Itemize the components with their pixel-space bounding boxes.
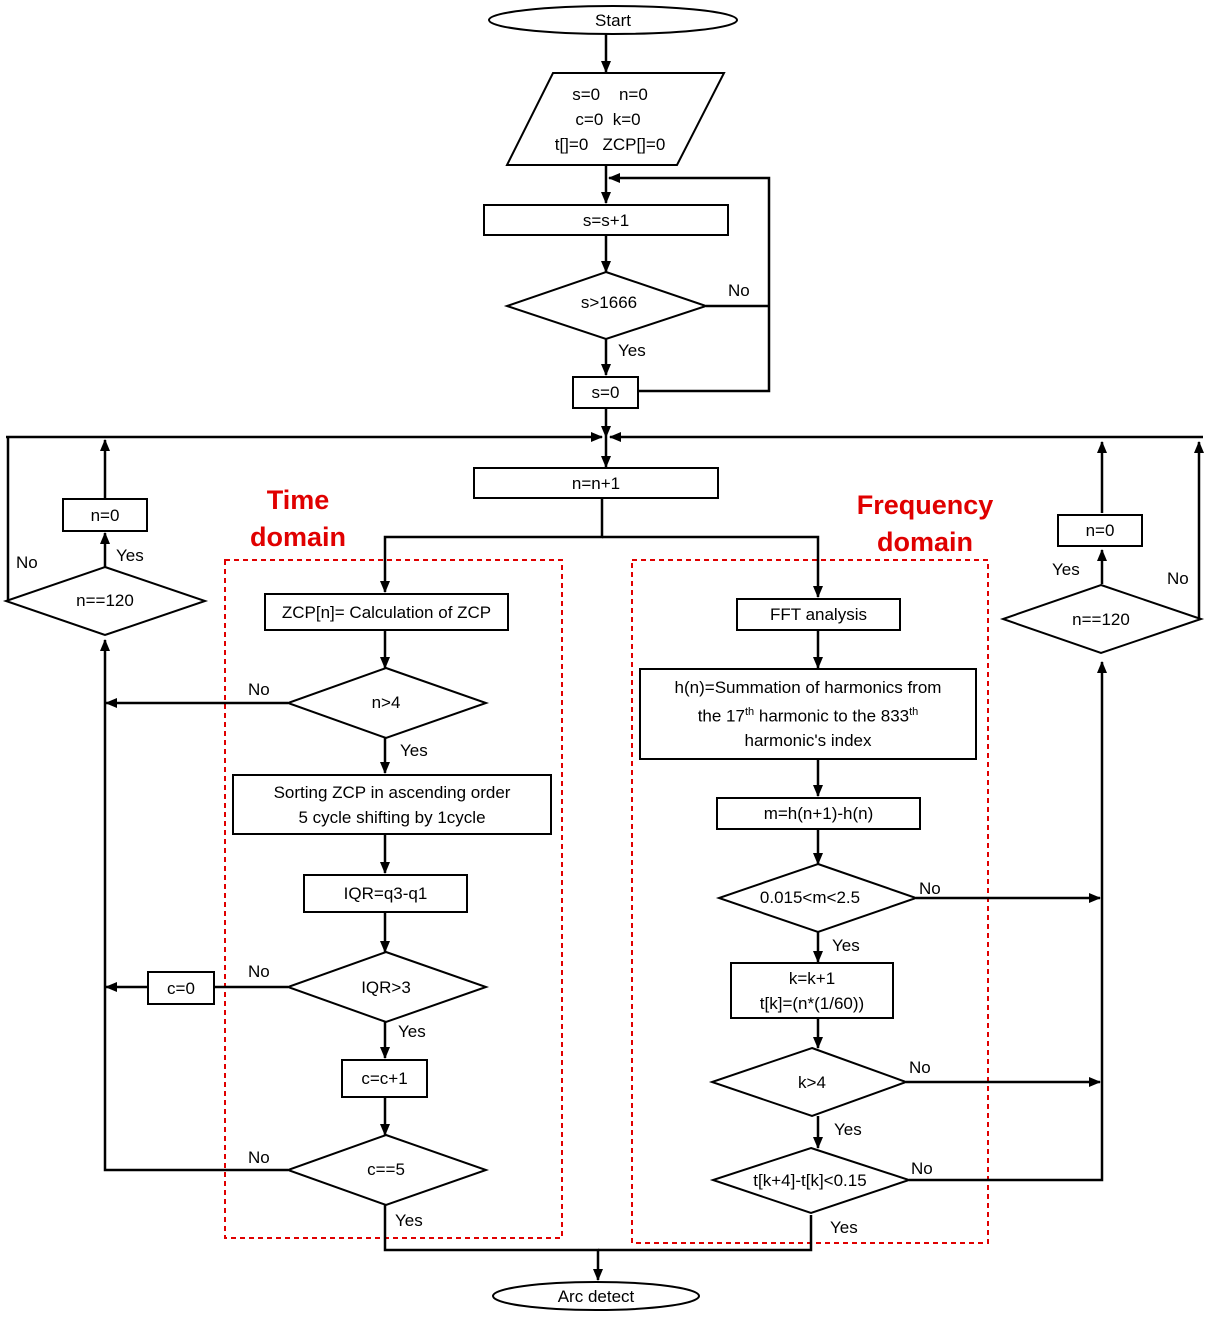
decision-right-n120 bbox=[999, 583, 1205, 655]
process-s-increment: s=s+1 bbox=[483, 204, 729, 236]
label-yes: Yes bbox=[398, 1022, 426, 1041]
label-yes: Yes bbox=[395, 1211, 423, 1230]
label-yes: Yes bbox=[116, 546, 144, 565]
decision-k-check-label: k>4 bbox=[798, 1073, 826, 1092]
decision-s-check bbox=[503, 270, 710, 341]
process-right-n-reset: n=0 bbox=[1057, 514, 1143, 547]
process-c-reset: c=0 bbox=[147, 971, 215, 1005]
k-line-2: t[k]=(n*(1/60)) bbox=[759, 993, 865, 1013]
label-no: No bbox=[909, 1058, 931, 1077]
decision-iqr-check-label: IQR>3 bbox=[361, 978, 411, 997]
process-left-n-reset: n=0 bbox=[62, 498, 148, 532]
process-zcp: ZCP[n]= Calculation of ZCP bbox=[264, 593, 509, 631]
time-title-line-2: domain bbox=[249, 522, 346, 552]
connector-loop bbox=[608, 173, 771, 393]
decision-m-check bbox=[715, 862, 920, 934]
label-no: No bbox=[248, 962, 270, 981]
connector-no bbox=[909, 661, 1107, 1182]
label-no: No bbox=[1167, 569, 1189, 588]
connector bbox=[598, 1215, 813, 1252]
hn-line-1: h(n)=Summation of harmonics from bbox=[674, 677, 942, 697]
label-no: No bbox=[248, 1148, 270, 1167]
label-yes: Yes bbox=[400, 741, 428, 760]
process-hn: h(n)=Summation of harmonics from the 17t… bbox=[639, 668, 977, 760]
connector bbox=[380, 499, 604, 593]
label-no: No bbox=[16, 553, 38, 572]
hn-line-2b: harmonic to the 833 bbox=[754, 706, 910, 726]
time-domain-title: Time domain bbox=[238, 482, 358, 556]
label-yes: Yes bbox=[834, 1120, 862, 1139]
decision-c-check bbox=[285, 1133, 490, 1207]
process-n-increment: n=n+1 bbox=[473, 467, 719, 499]
start-label: Start bbox=[595, 11, 631, 30]
freq-title-line-2: domain bbox=[876, 527, 973, 557]
connector bbox=[602, 535, 823, 598]
label-yes: Yes bbox=[1052, 560, 1080, 579]
hn-sup-2: th bbox=[909, 705, 919, 718]
end-terminal bbox=[492, 1281, 700, 1311]
decision-t-check bbox=[709, 1146, 913, 1215]
connector bbox=[383, 1205, 603, 1281]
freq-title-line-1: Frequency bbox=[856, 490, 994, 520]
label-no: No bbox=[911, 1159, 933, 1178]
decision-right-n120-label: n==120 bbox=[1072, 610, 1130, 629]
init-line-3: t[]=0 ZCP[]=0 bbox=[555, 135, 666, 154]
decision-c-check-label: c==5 bbox=[367, 1160, 405, 1179]
decision-n-gt4 bbox=[285, 666, 490, 740]
process-fft: FFT analysis bbox=[736, 598, 901, 631]
hn-line-2a: the 17 bbox=[697, 706, 745, 726]
hn-line-3: harmonic's index bbox=[744, 731, 872, 751]
decision-s-check-label: s>1666 bbox=[581, 293, 637, 312]
start-terminal bbox=[488, 5, 738, 35]
decision-t-check-label: t[k+4]-t[k]<0.15 bbox=[753, 1171, 866, 1190]
label-yes: Yes bbox=[830, 1218, 858, 1237]
process-iqr: IQR=q3-q1 bbox=[303, 874, 468, 913]
process-k-increment: k=k+1 t[k]=(n*(1/60)) bbox=[730, 962, 894, 1019]
k-line-1: k=k+1 bbox=[788, 968, 836, 988]
sorting-line-1: Sorting ZCP in ascending order bbox=[273, 782, 511, 802]
process-s-reset: s=0 bbox=[572, 376, 639, 409]
process-sorting: Sorting ZCP in ascending order 5 cycle s… bbox=[232, 774, 552, 835]
label-no: No bbox=[248, 680, 270, 699]
label-yes: Yes bbox=[832, 936, 860, 955]
init-line-2: c=0 k=0 bbox=[575, 110, 640, 129]
decision-m-check-label: 0.015<m<2.5 bbox=[760, 888, 860, 907]
label-no: No bbox=[728, 281, 750, 300]
sorting-line-2: 5 cycle shifting by 1cycle bbox=[298, 807, 486, 827]
process-c-increment: c=c+1 bbox=[341, 1059, 428, 1098]
decision-n-gt4-label: n>4 bbox=[372, 693, 401, 712]
init-line-1: s=0 n=0 bbox=[572, 85, 648, 104]
label-no: No bbox=[919, 879, 941, 898]
process-m: m=h(n+1)-h(n) bbox=[716, 797, 921, 830]
time-title-line-1: Time bbox=[266, 485, 330, 515]
decision-left-n120 bbox=[2, 565, 209, 637]
decision-iqr-check bbox=[285, 950, 490, 1024]
hn-sup-1: th bbox=[744, 705, 755, 718]
label-yes: Yes bbox=[618, 341, 646, 360]
frequency-domain-title: Frequency domain bbox=[845, 487, 1005, 561]
hn-line-2: the 17th harmonic to the 833th bbox=[675, 700, 942, 729]
end-label: Arc detect bbox=[558, 1287, 635, 1306]
decision-k-check bbox=[708, 1046, 909, 1118]
init-parallelogram bbox=[505, 72, 726, 166]
decision-left-n120-label: n==120 bbox=[76, 591, 134, 610]
connector-no bbox=[100, 639, 288, 1172]
time-domain-frame bbox=[224, 559, 563, 1239]
